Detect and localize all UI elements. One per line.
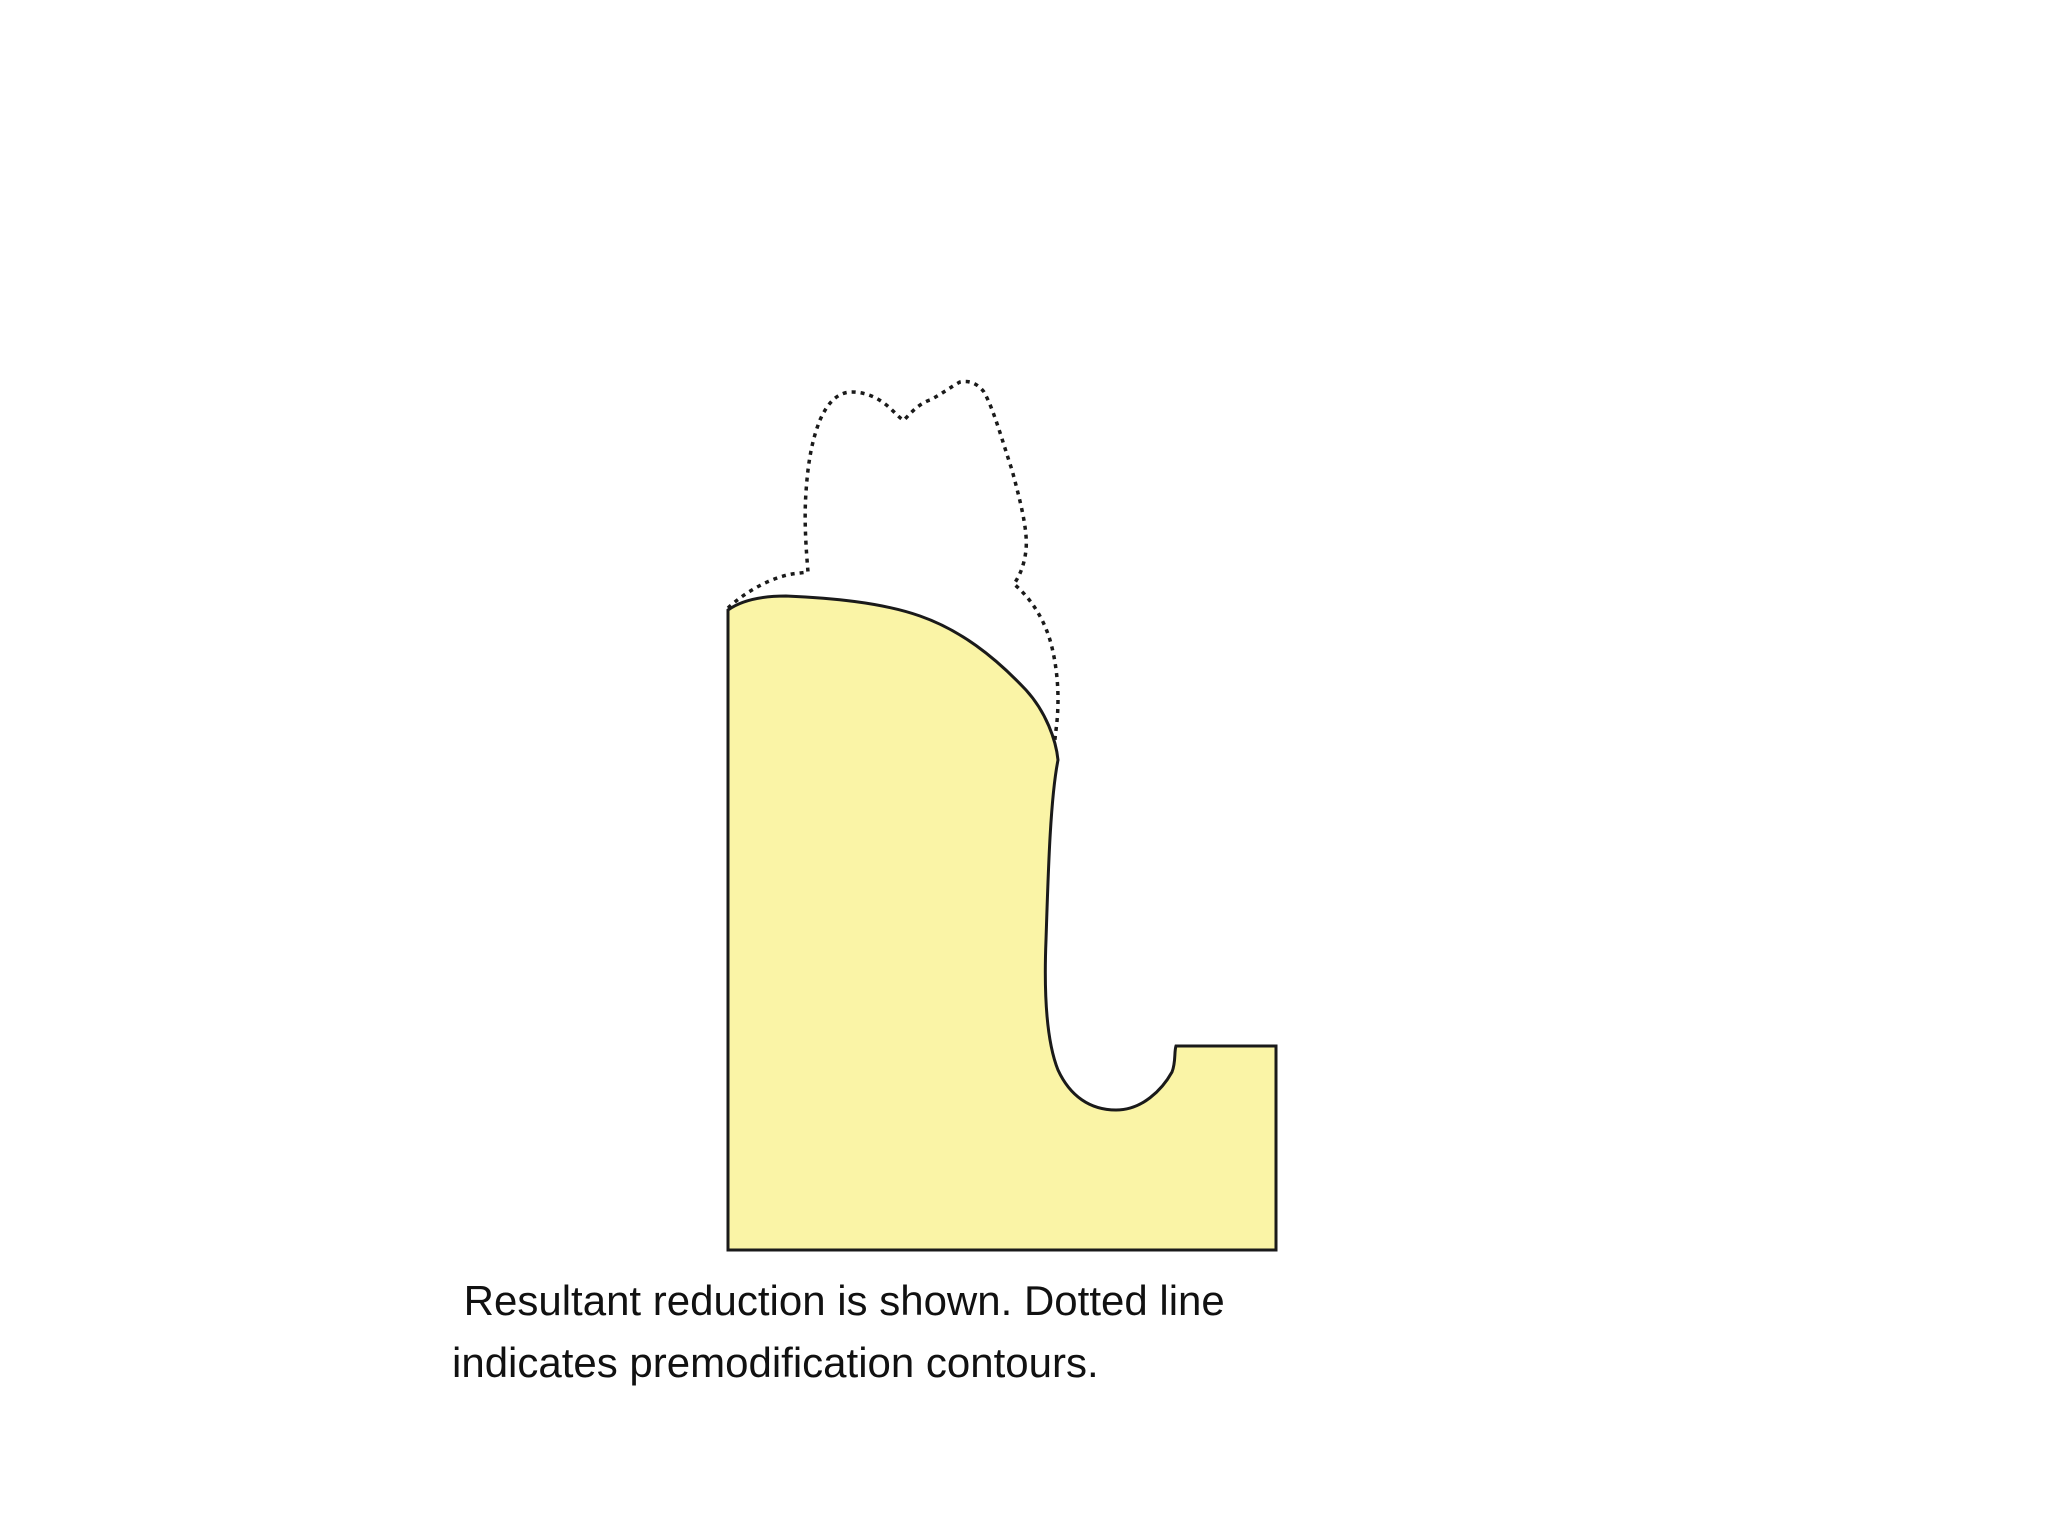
- premodification-contour: [726, 379, 1060, 757]
- reduced-tooth-shape: [726, 594, 1278, 1252]
- figure-caption: Resultant reduction is shown. Dotted lin…: [452, 1270, 1452, 1394]
- caption-line-2: indicates premodification contours.: [452, 1339, 1099, 1386]
- caption-line-1: Resultant reduction is shown. Dotted lin…: [452, 1277, 1225, 1324]
